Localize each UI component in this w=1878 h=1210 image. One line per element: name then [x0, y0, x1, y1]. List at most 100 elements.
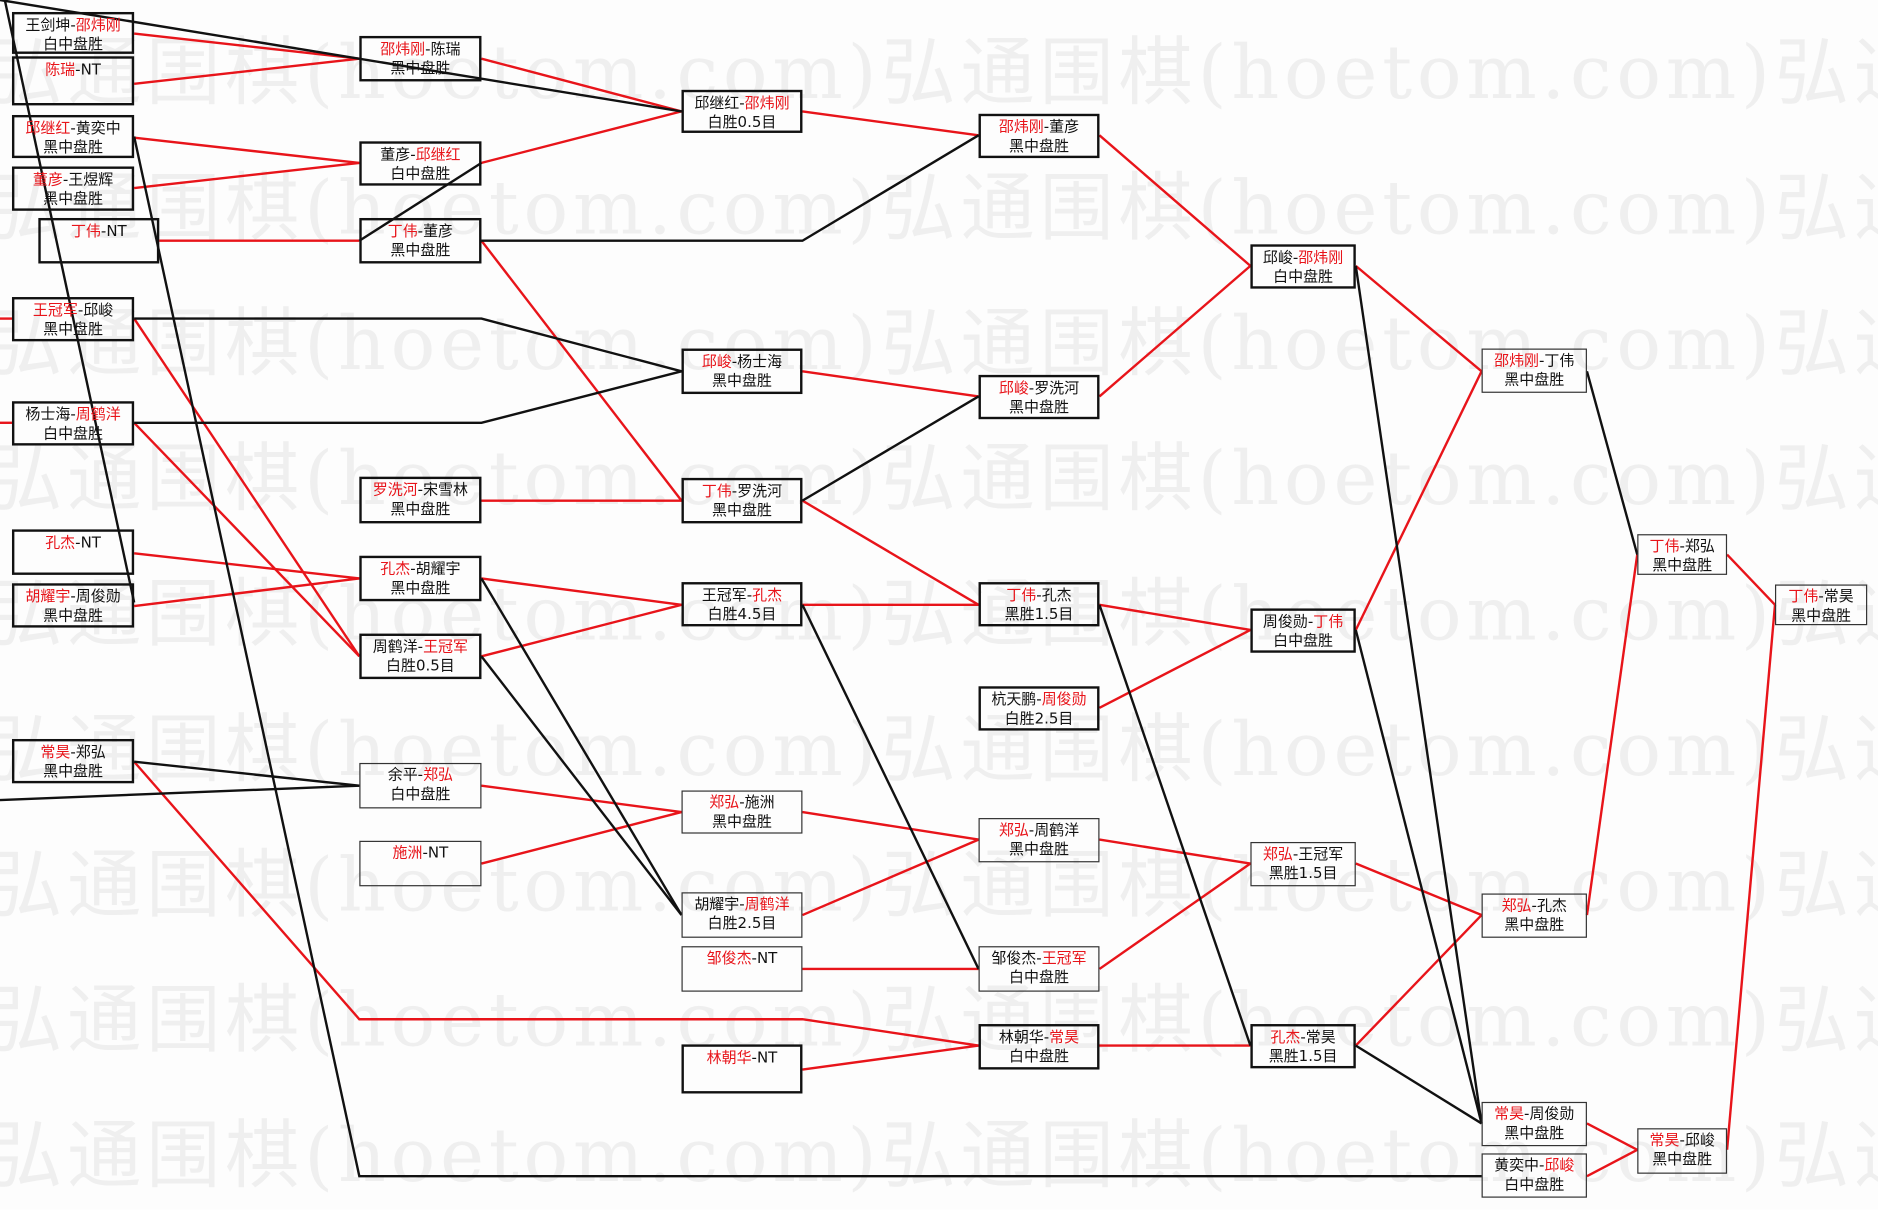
- player-1[interactable]: 邱继红: [25, 118, 71, 137]
- player-2[interactable]: 邱继红: [415, 144, 461, 163]
- player-2[interactable]: 周俊勋: [1529, 1104, 1575, 1123]
- match-box[interactable]: 郑弘-孔杰黑中盘胜: [1481, 893, 1587, 938]
- player-1[interactable]: 余平: [387, 765, 418, 784]
- player-1[interactable]: 施洲: [392, 843, 423, 862]
- player-2[interactable]: NT: [106, 221, 127, 240]
- player-2[interactable]: 郑弘: [75, 742, 106, 761]
- player-2[interactable]: 王冠军: [1298, 844, 1344, 863]
- player-1[interactable]: 陈瑞: [45, 59, 76, 78]
- player-2[interactable]: 王冠军: [423, 637, 469, 656]
- player-1[interactable]: 邹俊杰: [706, 948, 752, 967]
- player-1[interactable]: 周俊勋: [1262, 612, 1308, 630]
- match-box[interactable]: 林朝华-常昊白中盘胜: [978, 1024, 1100, 1070]
- match-box[interactable]: 常昊-邱峻黑中盘胜: [1637, 1128, 1728, 1174]
- match-box[interactable]: 邵炜刚-董彦黑中盘胜: [978, 113, 1100, 159]
- player-2[interactable]: 邵炜刚: [1298, 247, 1344, 266]
- match-box[interactable]: 周鹤洋-王冠军白胜0.5目: [359, 633, 482, 680]
- player-2[interactable]: 黄奕中: [75, 118, 121, 137]
- match-box[interactable]: 余平-郑弘白中盘胜: [359, 762, 482, 809]
- match-box[interactable]: 罗洗河-宋雪林黑中盘胜: [359, 476, 482, 524]
- match-box[interactable]: 孔杰-胡耀宇黑中盘胜: [359, 555, 482, 602]
- player-2[interactable]: 董彦: [423, 221, 454, 240]
- player-2[interactable]: NT: [427, 843, 449, 862]
- player-1[interactable]: 邵炜刚: [380, 39, 426, 58]
- match-box[interactable]: 邱峻-邵炜刚白中盘胜: [1250, 244, 1356, 289]
- player-1[interactable]: 常昊: [1494, 1104, 1525, 1123]
- player-1[interactable]: 胡耀宇: [25, 586, 71, 605]
- match-box[interactable]: 常昊-周俊勋黑中盘胜: [1481, 1101, 1587, 1147]
- match-box[interactable]: 丁伟-NT: [38, 217, 160, 264]
- player-1[interactable]: 董彦: [32, 170, 63, 189]
- player-2[interactable]: 郑弘: [1684, 536, 1715, 555]
- player-2[interactable]: 杨士海: [737, 352, 783, 371]
- match-box[interactable]: 丁伟-郑弘黑中盘胜: [1637, 534, 1728, 575]
- player-2[interactable]: 常昊: [1305, 1027, 1336, 1046]
- match-box[interactable]: 胡耀宇-周俊勋黑中盘胜: [11, 583, 135, 628]
- match-box[interactable]: 王剑坤-邵炜刚白中盘胜: [11, 11, 135, 54]
- player-1[interactable]: 林朝华: [998, 1027, 1044, 1046]
- player-1[interactable]: 杨士海: [25, 404, 71, 423]
- player-2[interactable]: 孔杰: [1041, 585, 1072, 604]
- match-box[interactable]: 郑弘-王冠军黑胜1.5目: [1250, 841, 1356, 887]
- match-box[interactable]: 丁伟-董彦黑中盘胜: [359, 217, 482, 264]
- match-box[interactable]: 王冠军-孔杰白胜4.5目: [681, 582, 803, 627]
- match-box[interactable]: 董彦-邱继红白中盘胜: [359, 141, 482, 186]
- player-1[interactable]: 邱峻: [998, 378, 1029, 397]
- player-1[interactable]: 郑弘: [709, 792, 740, 811]
- player-2[interactable]: 施洲: [744, 792, 775, 811]
- player-2[interactable]: 孔杰: [752, 585, 783, 604]
- player-2[interactable]: 胡耀宇: [415, 559, 461, 578]
- player-1[interactable]: 邱峻: [701, 352, 732, 371]
- match-box[interactable]: 丁伟-罗洗河黑中盘胜: [681, 477, 803, 524]
- player-1[interactable]: 罗洗河: [372, 480, 418, 499]
- player-2[interactable]: 丁伟: [1313, 612, 1344, 630]
- player-1[interactable]: 郑弘: [998, 820, 1029, 839]
- player-2[interactable]: 邵炜刚: [75, 15, 121, 34]
- player-1[interactable]: 丁伟: [1788, 586, 1819, 605]
- match-box[interactable]: 董彦-王煜辉黑中盘胜: [11, 166, 135, 211]
- player-2[interactable]: NT: [756, 948, 778, 967]
- match-box[interactable]: 陈瑞-NT: [11, 56, 135, 106]
- player-2[interactable]: 常昊: [1823, 586, 1854, 605]
- match-box[interactable]: 孔杰-常昊黑胜1.5目: [1250, 1024, 1356, 1069]
- player-2[interactable]: 邱峻: [1544, 1155, 1575, 1174]
- player-1[interactable]: 丁伟: [387, 221, 418, 240]
- player-1[interactable]: 王冠军: [32, 300, 78, 319]
- player-2[interactable]: 罗洗河: [1034, 378, 1080, 397]
- player-1[interactable]: 王冠军: [701, 585, 747, 604]
- player-1[interactable]: 孔杰: [380, 559, 411, 578]
- match-box[interactable]: 施洲-NT: [359, 840, 482, 887]
- match-box[interactable]: 王冠军-邱峻黑中盘胜: [11, 297, 135, 342]
- player-2[interactable]: 王煜辉: [68, 170, 114, 189]
- match-box[interactable]: 邱峻-杨士海黑中盘胜: [681, 348, 803, 395]
- player-1[interactable]: 丁伟: [1006, 585, 1037, 604]
- match-box[interactable]: 邱继红-黄奕中黑中盘胜: [11, 114, 135, 159]
- player-2[interactable]: 王冠军: [1041, 948, 1087, 967]
- player-2[interactable]: 宋雪林: [423, 480, 469, 499]
- match-box[interactable]: 杨士海-周鹤洋白中盘胜: [11, 401, 135, 446]
- player-1[interactable]: 郑弘: [1501, 895, 1532, 914]
- match-box[interactable]: 丁伟-孔杰黑胜1.5目: [978, 582, 1100, 627]
- player-2[interactable]: 孔杰: [1536, 895, 1567, 914]
- match-box[interactable]: 邱继红-邵炜刚白胜0.5目: [681, 89, 803, 133]
- player-2[interactable]: 周俊勋: [1041, 689, 1087, 708]
- player-1[interactable]: 董彦: [380, 144, 411, 163]
- match-box[interactable]: 郑弘-周鹤洋黑中盘胜: [978, 818, 1100, 863]
- player-1[interactable]: 丁伟: [70, 221, 101, 240]
- player-1[interactable]: 丁伟: [1649, 536, 1680, 555]
- match-box[interactable]: 邵炜刚-陈瑞黑中盘胜: [359, 35, 482, 82]
- player-2[interactable]: 周鹤洋: [75, 404, 121, 423]
- match-box[interactable]: 杭天鹏-周俊勋白胜2.5目: [978, 686, 1100, 731]
- match-box[interactable]: 邱峻-罗洗河黑中盘胜: [978, 374, 1100, 420]
- player-1[interactable]: 邵炜刚: [1494, 350, 1540, 369]
- player-2[interactable]: 邵炜刚: [744, 93, 790, 112]
- player-1[interactable]: 周鹤洋: [372, 637, 418, 656]
- player-1[interactable]: 林朝华: [706, 1047, 752, 1066]
- player-1[interactable]: 胡耀宇: [694, 894, 740, 913]
- player-1[interactable]: 邱峻: [1262, 247, 1293, 266]
- match-box[interactable]: 常昊-郑弘黑中盘胜: [11, 738, 135, 784]
- player-2[interactable]: 罗洗河: [737, 481, 783, 500]
- player-2[interactable]: 周鹤洋: [1034, 820, 1080, 839]
- player-1[interactable]: 邹俊杰: [991, 948, 1037, 967]
- match-box[interactable]: 林朝华-NT: [681, 1044, 803, 1094]
